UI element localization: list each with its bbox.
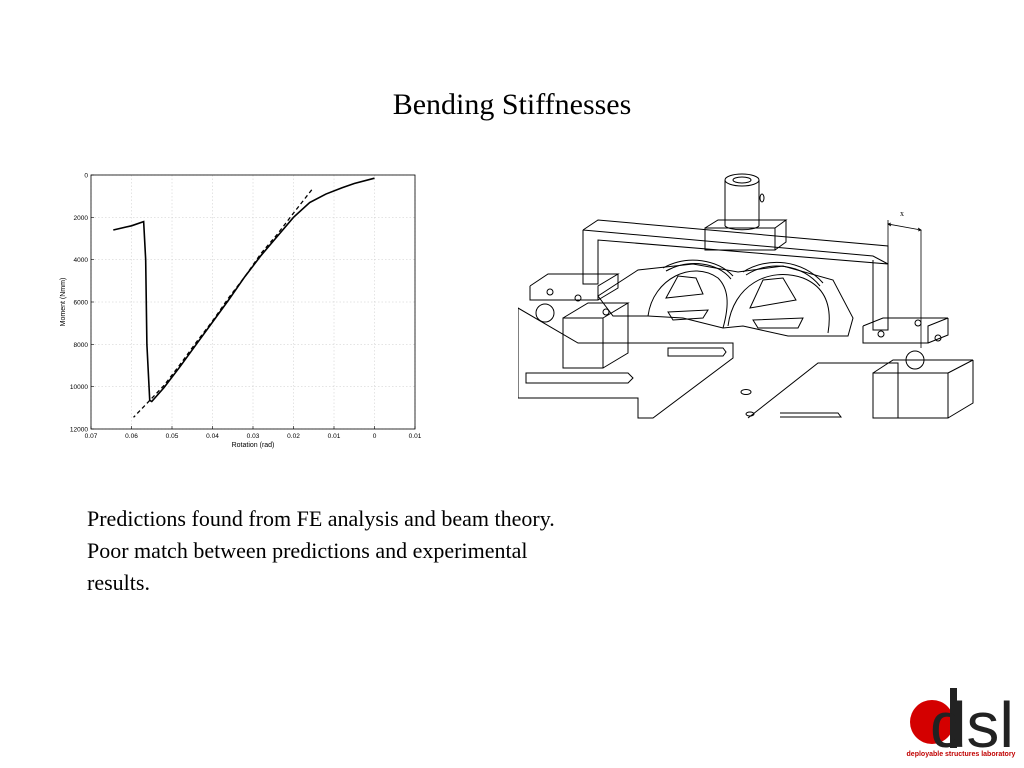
logo-red-disc [910, 700, 954, 744]
x-tick-label: 0.05 [166, 433, 179, 440]
load-cell-top [724, 173, 760, 187]
chart-ticks: 0.07 0.06 0.05 0.04 0.03 0.02 0.01 0 0.01 0 2000 40… [70, 173, 422, 441]
load-cell-body [724, 180, 760, 231]
rail-hole [574, 294, 582, 302]
dsl-logo: dsl deployable structures laboratory [906, 684, 1016, 762]
rail-hole [877, 330, 885, 338]
x-tick-label: 0 [373, 433, 377, 440]
x-axis-label: Rotation (rad) [232, 442, 275, 449]
chart-canvas: 0.07 0.06 0.05 0.04 0.03 0.02 0.01 0 0.01 0 2000 40… [60, 173, 422, 450]
y-tick-label: 0 [84, 173, 88, 180]
loading-beam-face [582, 219, 889, 264]
dimension-label: x [900, 209, 904, 218]
dimension-line [887, 220, 922, 348]
test-rig-illustration: x [518, 173, 974, 419]
base-plate-right [747, 362, 899, 419]
rail-right [862, 317, 949, 344]
base-plate-right-slot [780, 412, 842, 418]
slide-title: Bending Stiffnesses [392, 88, 632, 121]
load-cell-hole [759, 193, 765, 203]
hinge-arc-right [727, 274, 830, 334]
rail-hole [934, 334, 942, 342]
y-tick-label: 2000 [74, 215, 89, 222]
y-tick-label: 4000 [74, 257, 89, 264]
x-tick-label: 0.03 [247, 433, 260, 440]
x-tick-label: 0.02 [287, 433, 300, 440]
moment-rotation-chart: 0.07 0.06 0.05 0.04 0.03 0.02 0.01 0 0.01 0 2000 40… [55, 165, 430, 455]
roller-right [905, 350, 925, 370]
rail-hole [602, 308, 610, 316]
base-hole [745, 411, 755, 417]
test-rig-drawing: x [518, 168, 998, 423]
y-tick-label: 8000 [74, 342, 89, 349]
chart-series [113, 177, 375, 418]
hinge-body [597, 263, 854, 337]
base-plate-slot-2 [667, 347, 727, 357]
x-tick-label: 0.04 [206, 433, 219, 440]
x-tick-label: 0.06 [125, 433, 138, 440]
load-cell-bore [732, 176, 752, 184]
series-experiment-line [113, 177, 375, 403]
rail-left [529, 273, 620, 301]
hinge-cutout-left [665, 275, 709, 321]
loading-beam [582, 229, 889, 331]
logo-letters: dsl [930, 689, 1014, 761]
rail-hole [546, 288, 554, 296]
base-hole [740, 389, 752, 395]
support-block-right [872, 359, 974, 419]
logo-d-stem [950, 688, 957, 748]
y-axis-label: Moment (Nmm) [60, 278, 67, 327]
dsl-logo-mark: dsl [910, 688, 1014, 761]
base-plate-left-slot [525, 372, 634, 384]
y-tick-label: 12000 [70, 427, 88, 434]
logo-subtitle: deployable structures laboratory [906, 751, 1016, 758]
roller-left [535, 303, 555, 323]
support-block-left [562, 302, 630, 369]
y-tick-label: 6000 [74, 300, 89, 307]
x-tick-label: 0.01 [328, 433, 341, 440]
slide-caption: Predictions found from FE analysis and b… [87, 506, 555, 595]
rail-hole [914, 319, 922, 327]
series-prediction-line [133, 189, 313, 418]
y-tick-label: 10000 [70, 384, 88, 391]
hinge-arc-left [647, 270, 728, 329]
base-plate-left [518, 307, 734, 419]
tape-springs [662, 259, 824, 287]
load-block [704, 219, 788, 251]
x-tick-label: 0.01 [409, 433, 422, 440]
x-tick-label: 0.07 [85, 433, 98, 440]
chart-grid [90, 174, 416, 430]
hinge-cutout-right [749, 277, 804, 329]
